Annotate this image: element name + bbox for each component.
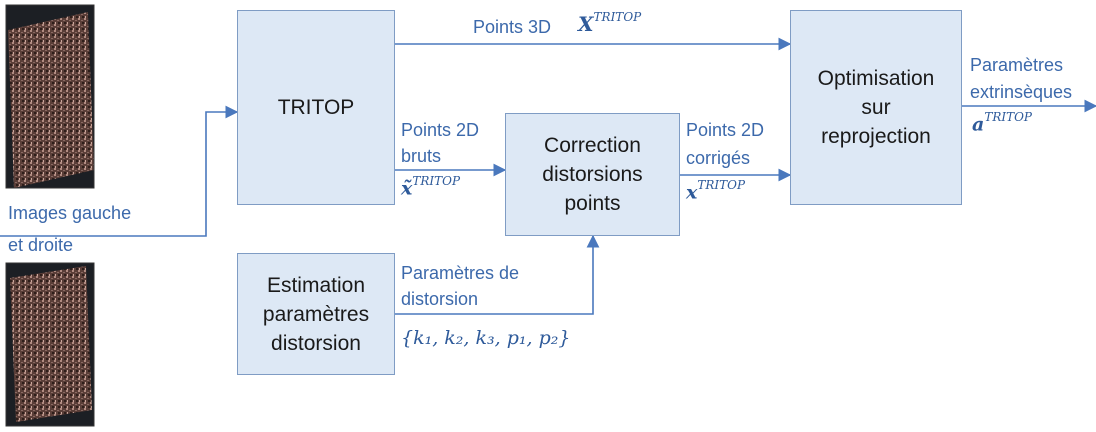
box-estimation-line2: paramètres <box>262 302 370 326</box>
label-params-extrinseques-line2: extrinsèques <box>970 82 1073 102</box>
box-optimisation-line2: sur <box>861 96 891 119</box>
arrow-images-to-tritop <box>0 105 239 237</box>
box-correction-line1: Correction <box>544 134 641 157</box>
left-image-bottom <box>5 262 95 427</box>
symbol-points2d-corriges: xTRITOP <box>686 178 746 204</box>
arrow-params-distorsion <box>395 234 600 315</box>
box-optimisation-line3: reprojection <box>821 125 931 148</box>
label-points2d-bruts-line2: bruts <box>401 146 442 166</box>
box-correction-line2: distorsions <box>542 163 643 186</box>
box-tritop-label: TRITOP <box>277 96 355 119</box>
left-image-top <box>5 4 95 189</box>
label-points2d-corriges-line1: Points 2D <box>686 120 765 140</box>
symbol-params-distorsion: {k₁, k₂, k₃, p₁, p₂} <box>401 327 571 349</box>
box-optimisation: Optimisation sur reprojection <box>790 10 962 205</box>
connectors <box>0 37 1096 315</box>
box-estimation-line3: distorsion <box>271 331 361 355</box>
box-tritop: TRITOP <box>237 10 395 205</box>
label-points3d: Points 3D <box>473 17 552 37</box>
images-label-line1: Images gauche <box>8 203 132 223</box>
images-label-line2: et droite <box>8 235 74 255</box>
box-correction: Correction distorsions points <box>505 113 680 236</box>
box-estimation: Estimation paramètres distorsion <box>237 253 395 375</box>
label-points2d-bruts-line1: Points 2D <box>401 120 480 140</box>
label-params-distorsion-line1: Paramètres de <box>401 263 520 283</box>
box-correction-line3: points <box>564 192 621 215</box>
symbol-points3d: XTRITOP <box>578 10 642 36</box>
symbol-params-extrinseques: aTRITOP <box>972 110 1033 136</box>
box-optimisation-line1: Optimisation <box>817 67 935 90</box>
label-params-distorsion-line2: distorsion <box>401 289 479 309</box>
label-points2d-corriges-line2: corrigés <box>686 148 751 168</box>
symbol-points2d-bruts: x̃TRITOP <box>401 174 461 200</box>
box-estimation-line1: Estimation <box>266 273 366 297</box>
label-params-extrinseques-line1: Paramètres <box>970 55 1064 75</box>
